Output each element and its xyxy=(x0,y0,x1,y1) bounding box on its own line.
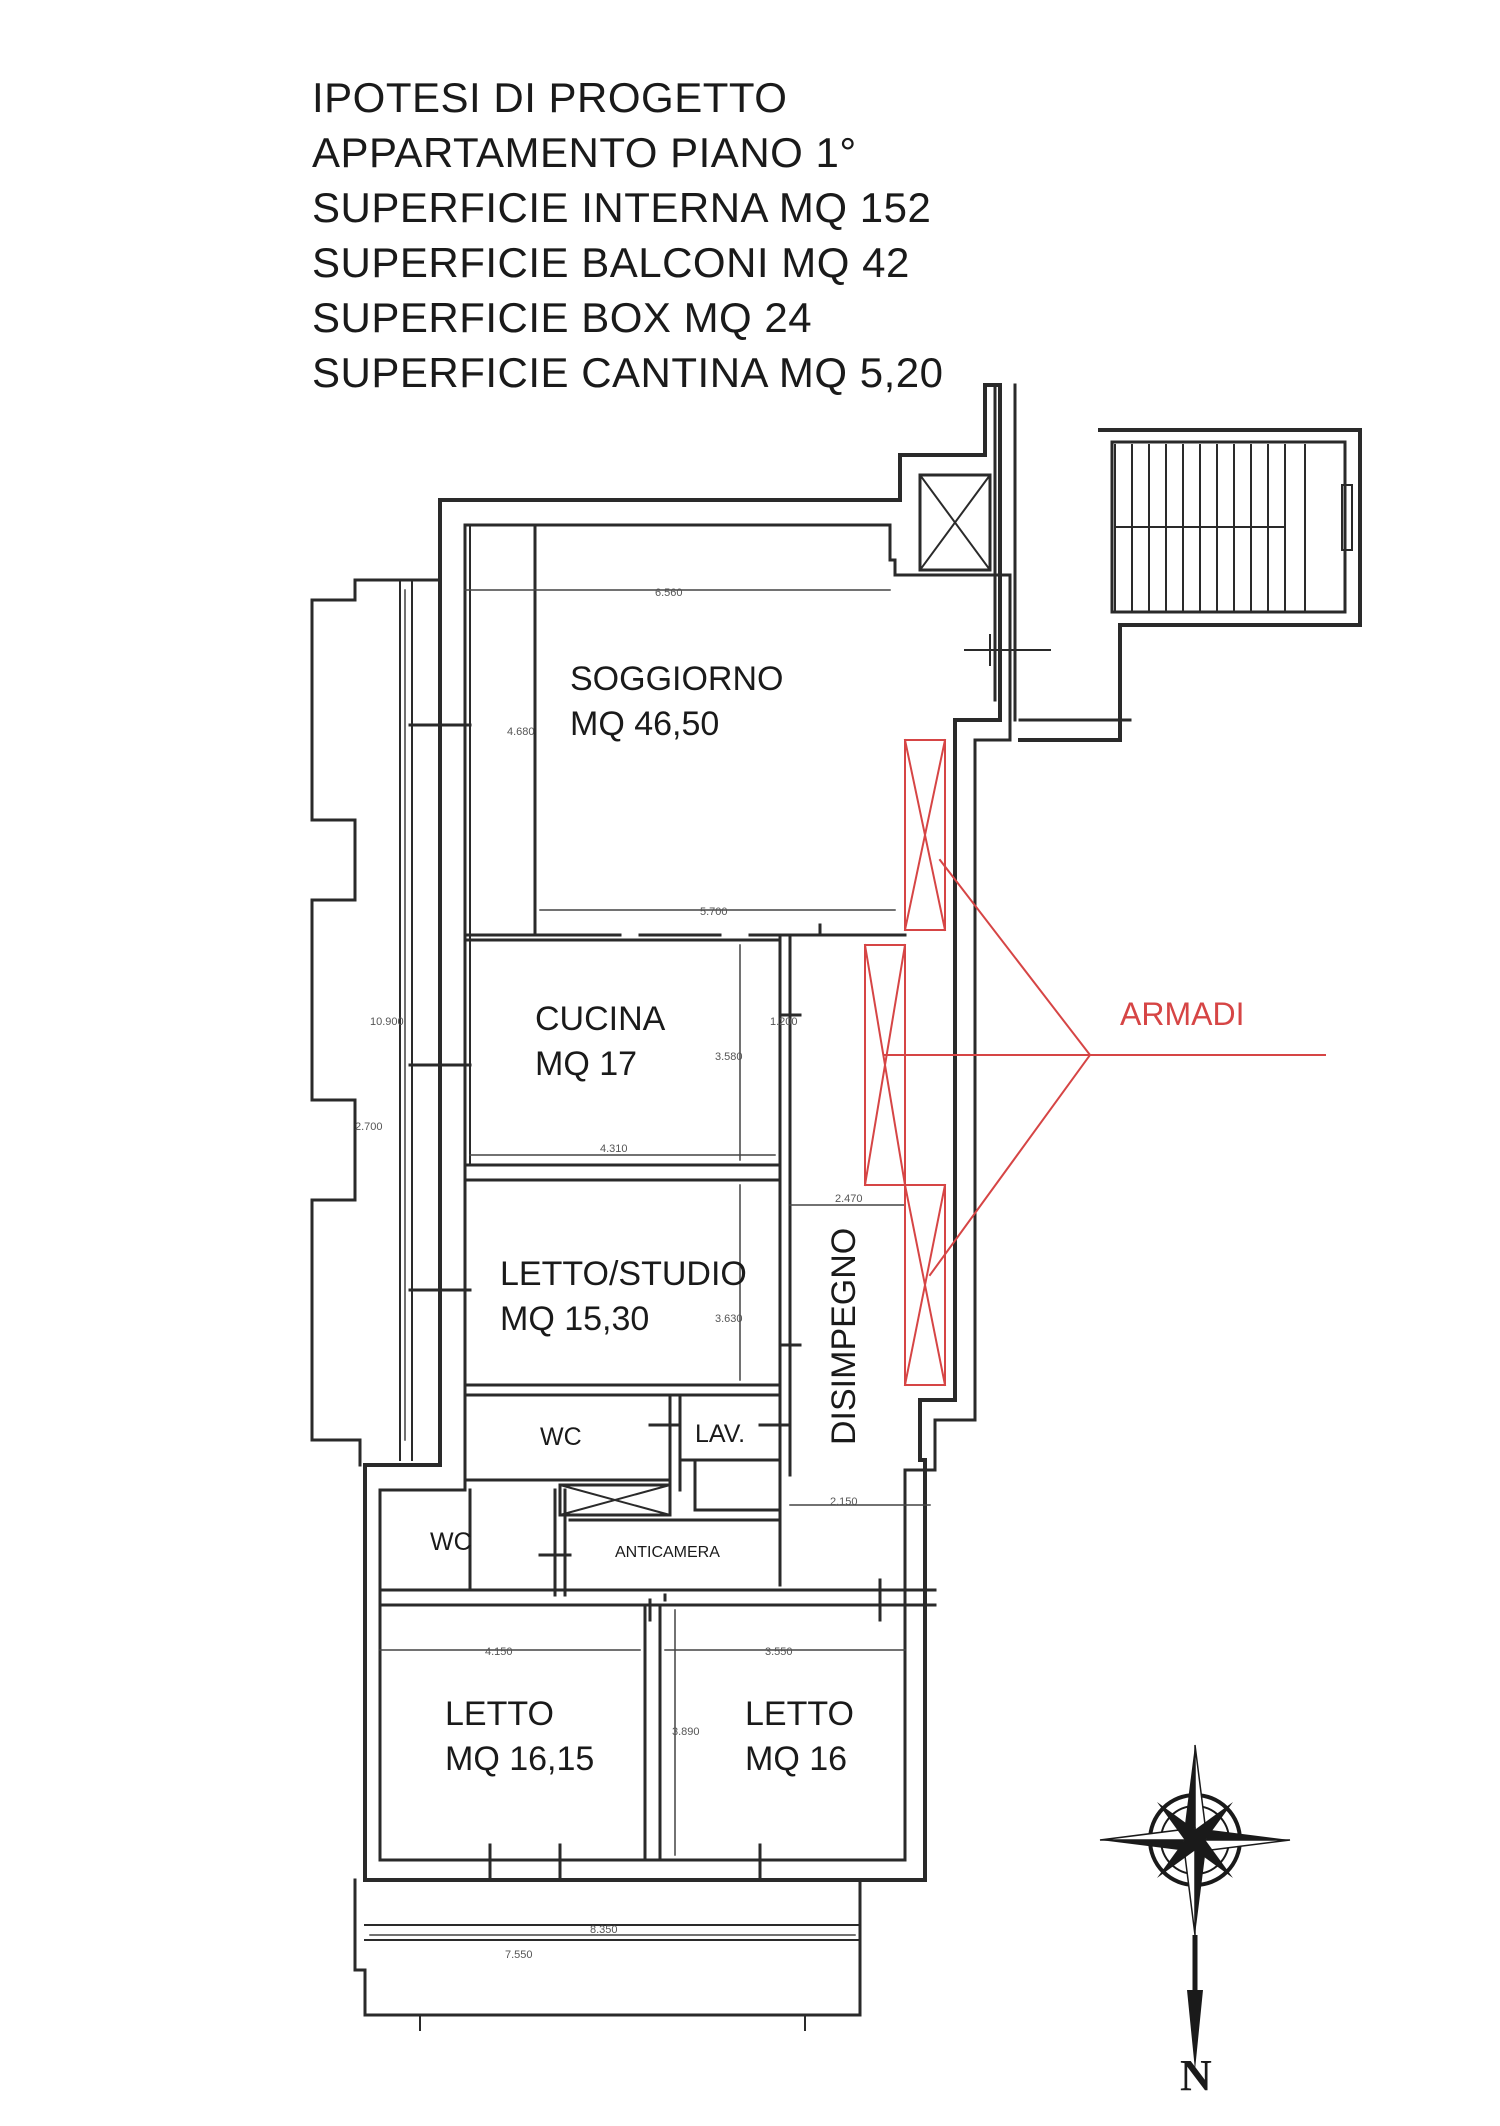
dim-soggiorno-width: 6.560 xyxy=(655,587,683,599)
dimension-lines xyxy=(369,589,931,1936)
dim-letto-h: 3.890 xyxy=(672,1726,700,1738)
compass-rose-icon xyxy=(1099,1744,1291,2070)
door-marks xyxy=(408,723,882,1882)
header-line-balcony-area: SUPERFICIE BALCONI MQ 42 xyxy=(312,239,910,286)
dim-cucina-w: 4.310 xyxy=(600,1143,628,1155)
room-cucina-name: CUCINA xyxy=(535,1000,666,1038)
dim-balcony-outer: 8.350 xyxy=(590,1924,618,1936)
compass-north-label: N xyxy=(1180,2051,1212,2100)
outer-wall-outer xyxy=(363,383,1002,1882)
stairwell-outline xyxy=(1018,428,1362,742)
room-cucina-area: MQ 17 xyxy=(535,1045,637,1083)
bottom-balcony-outline xyxy=(353,1878,862,2017)
room-letto-1-area: MQ 16,15 xyxy=(445,1740,594,1778)
outer-wall-inner xyxy=(378,523,1012,1862)
room-wc-1: WC xyxy=(540,1423,582,1451)
room-soggiorno-area: MQ 46,50 xyxy=(570,705,719,743)
dim-left-small: 2.700 xyxy=(355,1121,383,1133)
armadi-leader-lines xyxy=(884,858,1326,1277)
header-line-internal-area: SUPERFICIE INTERNA MQ 152 xyxy=(312,184,932,231)
room-soggiorno-name: SOGGIORNO xyxy=(570,660,783,698)
plan-header: IPOTESI DI PROGETTO APPARTAMENTO PIANO 1… xyxy=(312,70,943,400)
room-letto-studio-name: LETTO/STUDIO xyxy=(500,1255,747,1293)
header-line-cellar-area: SUPERFICIE CANTINA MQ 5,20 xyxy=(312,349,944,396)
dim-dis-small: 1.200 xyxy=(770,1016,798,1028)
room-letto-studio-area: MQ 15,30 xyxy=(500,1300,649,1338)
room-letto-2-area: MQ 16 xyxy=(745,1740,847,1778)
left-balcony-outline xyxy=(310,578,442,1467)
dim-disimpegno-w: 2.470 xyxy=(835,1193,863,1205)
header-line-title: IPOTESI DI PROGETTO xyxy=(312,74,788,121)
dim-cucina-h: 3.580 xyxy=(715,1051,743,1063)
stair-steps xyxy=(1114,444,1306,611)
dim-letto1-w: 4.150 xyxy=(485,1646,513,1658)
shaft-wall xyxy=(993,383,1132,722)
armadi-wardrobes xyxy=(863,738,947,1387)
dim-studio-h: 3.630 xyxy=(715,1313,743,1325)
interior-walls xyxy=(378,933,937,1862)
elevator-shaft xyxy=(918,473,992,572)
room-anticamera: ANTICAMERA xyxy=(615,1544,720,1561)
header-line-box-area: SUPERFICIE BOX MQ 24 xyxy=(312,294,813,341)
dim-soggiorno-lower: 5.700 xyxy=(700,906,728,918)
anticamera-closet xyxy=(558,1483,672,1517)
header-line-floor: APPARTAMENTO PIANO 1° xyxy=(312,129,857,176)
dim-left-total: 10.900 xyxy=(370,1016,404,1028)
room-disimpegno: DISIMPEGNO xyxy=(825,1228,863,1445)
room-letto-1-name: LETTO xyxy=(445,1695,554,1733)
room-letto-2-name: LETTO xyxy=(745,1695,854,1733)
dim-anti-w: 2.150 xyxy=(830,1496,858,1508)
room-wc-2: WC xyxy=(430,1528,472,1556)
armadi-label: ARMADI xyxy=(1120,996,1244,1032)
dim-letto2-w: 3.550 xyxy=(765,1646,793,1658)
dim-soggiorno-depth: 4.680 xyxy=(507,726,535,738)
dim-balcony-inner: 7.550 xyxy=(505,1949,533,1961)
room-lav: LAV. xyxy=(695,1420,745,1448)
